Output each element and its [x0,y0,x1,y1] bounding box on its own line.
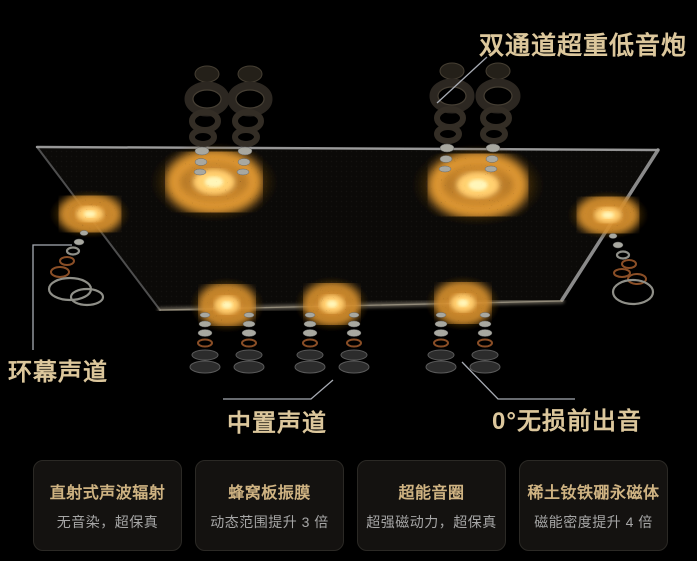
label-center-channel: 中置声道 [227,410,327,437]
feature-card-row: 直射式声波辐射 无音染，超保真 蜂窝板振膜 动态范围提升 3 倍 超能音圈 超强… [33,460,668,551]
driver-stack-subwoofer-left-b [227,65,273,176]
feature-card-subtitle: 超强磁动力，超保真 [366,514,497,530]
label-surround-channel: 环幕声道 [8,359,108,386]
glow-subwoofer-left [149,141,279,223]
driver-chain-bottom-3a [425,312,457,374]
feature-card-subtitle: 无音染，超保真 [56,514,159,530]
driver-stack-subwoofer-left-a [184,65,230,176]
glow-bottom-center [293,276,371,332]
glow-bottom-left [188,277,266,333]
label-front-firing: 0°无损前出音 [492,408,642,435]
feature-card-title: 直射式声波辐射 [49,485,166,502]
glow-surround-left [48,189,132,239]
feature-card-ndfeb-magnet: 稀土钕铁硼永磁体 磁能密度提升 4 倍 [519,460,668,551]
callout-line-surround [32,244,72,350]
feature-card-super-voice-coil: 超能音圈 超强磁动力，超保真 [357,460,506,551]
callout-line-front [461,361,575,400]
feature-card-honeycomb-diaphragm: 蜂窝板振膜 动态范围提升 3 倍 [195,460,344,551]
feature-card-title: 稀土钕铁硼永磁体 [527,485,660,502]
feature-card-subtitle: 磁能密度提升 4 倍 [534,514,653,530]
driver-chain-bottom-1a [189,312,221,374]
callout-line-center [223,379,334,400]
feature-card-title: 超能音圈 [398,485,465,502]
glow-surround-right [566,190,650,240]
feature-card-subtitle: 动态范围提升 3 倍 [210,514,329,530]
driver-chain-surround-left [47,230,105,307]
driver-stack-subwoofer-right-a [429,62,475,173]
glow-subwoofer-right [410,143,546,227]
driver-chain-bottom-2b [338,312,370,374]
feature-card-title: 蜂窝板振膜 [228,485,311,502]
label-subwoofer-channel: 双通道超重低音炮 [479,32,688,60]
driver-chain-bottom-1b [233,312,265,374]
driver-chain-surround-right [608,233,655,306]
driver-chain-bottom-2a [294,312,326,374]
driver-stack-subwoofer-right-b [475,62,521,173]
driver-chain-bottom-3b [469,312,501,374]
callout-line-subwoofer [436,56,488,104]
feature-card-direct-radiation: 直射式声波辐射 无音染，超保真 [33,460,182,551]
